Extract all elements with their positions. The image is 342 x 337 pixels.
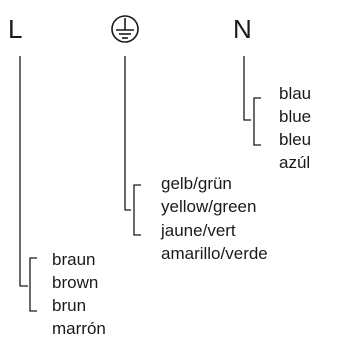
neutral-bracket xyxy=(253,97,261,146)
earth-color-en: yellow/green xyxy=(161,197,256,216)
leader-lines xyxy=(19,56,261,312)
neutral-color-labels: blau blue bleu azúl xyxy=(279,84,311,172)
earth-ground-icon xyxy=(111,15,139,43)
neutral-leader xyxy=(243,56,251,121)
earth-color-es: amarillo/verde xyxy=(161,244,268,263)
neutral-color-de: blau xyxy=(279,84,311,103)
earth-color-fr: jaune/vert xyxy=(160,221,236,240)
line-color-en: brown xyxy=(52,273,98,292)
line-leader xyxy=(19,56,28,287)
neutral-terminal-symbol: N xyxy=(233,14,252,44)
line-bracket xyxy=(29,257,37,312)
line-color-de: braun xyxy=(52,250,95,269)
line-color-labels: braun brown brun marrón xyxy=(52,250,106,337)
earth-color-de: gelb/grün xyxy=(161,174,232,193)
line-color-fr: brun xyxy=(52,296,86,315)
line-terminal-symbol: L xyxy=(8,14,22,44)
terminal-symbols: L N xyxy=(8,14,252,44)
neutral-color-es: azúl xyxy=(279,153,310,172)
line-color-es: marrón xyxy=(52,319,106,337)
earth-color-labels: gelb/grün yellow/green jaune/vert amaril… xyxy=(160,174,268,263)
earth-leader xyxy=(124,56,131,211)
earth-bracket xyxy=(133,184,141,236)
neutral-color-fr: bleu xyxy=(279,130,311,149)
neutral-color-en: blue xyxy=(279,107,311,126)
